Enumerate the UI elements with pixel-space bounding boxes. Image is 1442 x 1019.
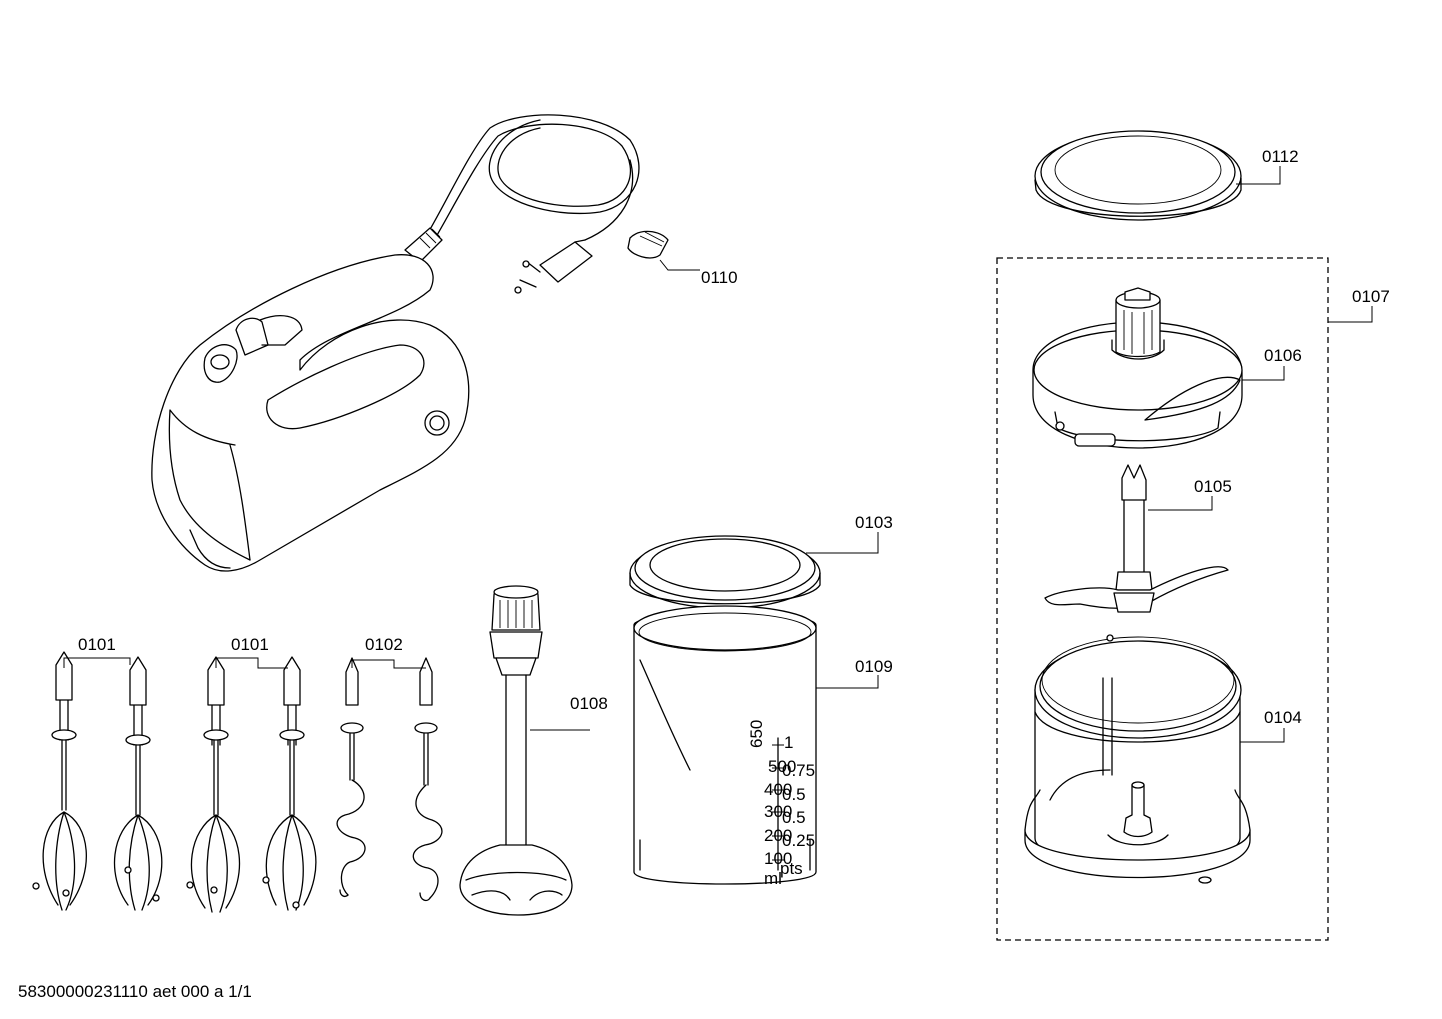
beaker-scale-ml-200: 200 <box>764 826 792 845</box>
blender-foot <box>459 585 573 916</box>
beaker-scale-ml-100: 100 <box>764 849 792 868</box>
label-0101-right: 0101 <box>231 635 269 654</box>
beaker-scale-pts-05a: 0.5 <box>782 785 806 804</box>
beaker-scale-pts-unit: pts <box>780 859 803 878</box>
whisk-beater-3 <box>186 656 241 913</box>
label-0102: 0102 <box>365 635 403 654</box>
whisk-beater-4 <box>262 656 317 911</box>
beaker-scale-ml-650: 650 <box>747 720 766 748</box>
beaker-scale-pts-1: 1 <box>784 733 793 752</box>
part-labels: 0101 0101 0102 0108 0103 0109 0110 0112 … <box>78 147 1390 727</box>
whisk-beater-1 <box>32 651 87 911</box>
whisk-beaters-group <box>32 651 317 913</box>
whisk-beater-2 <box>113 656 163 911</box>
measuring-beaker: 650 500 400 300 200 100 ml 1 0.75 0.5 0.… <box>629 535 821 888</box>
label-0110: 0110 <box>701 268 738 287</box>
label-0108: 0108 <box>570 694 608 713</box>
beaker-scale-pts-05b: 0.5 <box>782 808 806 827</box>
dough-hook-2 <box>412 657 443 902</box>
dough-hook-1 <box>336 657 366 897</box>
dough-hooks-group <box>336 657 443 902</box>
beaker-scale-ml-400: 400 <box>764 780 792 799</box>
leader-lines <box>63 166 1373 743</box>
label-0104: 0104 <box>1264 708 1302 727</box>
beaker-scale-pts-025: 0.25 <box>782 831 815 850</box>
beaker-scale-ml-300: 300 <box>764 802 792 821</box>
label-0101-left: 0101 <box>78 635 116 654</box>
label-0112: 0112 <box>1262 147 1299 166</box>
beaker-scale-pts-075: 0.75 <box>782 761 815 780</box>
beaker-scale-ml-unit: ml <box>764 869 782 888</box>
label-0106: 0106 <box>1264 346 1302 365</box>
label-0109: 0109 <box>855 657 893 676</box>
hand-mixer-unit <box>151 114 669 572</box>
chopper-assembly <box>996 130 1329 941</box>
label-0107: 0107 <box>1352 287 1390 306</box>
label-0105: 0105 <box>1194 477 1232 496</box>
label-0103: 0103 <box>855 513 893 532</box>
document-footer-code: 58300000231110 aet 000 a 1/1 <box>18 982 252 1001</box>
beaker-scale-ml-500: 500 <box>768 757 796 776</box>
